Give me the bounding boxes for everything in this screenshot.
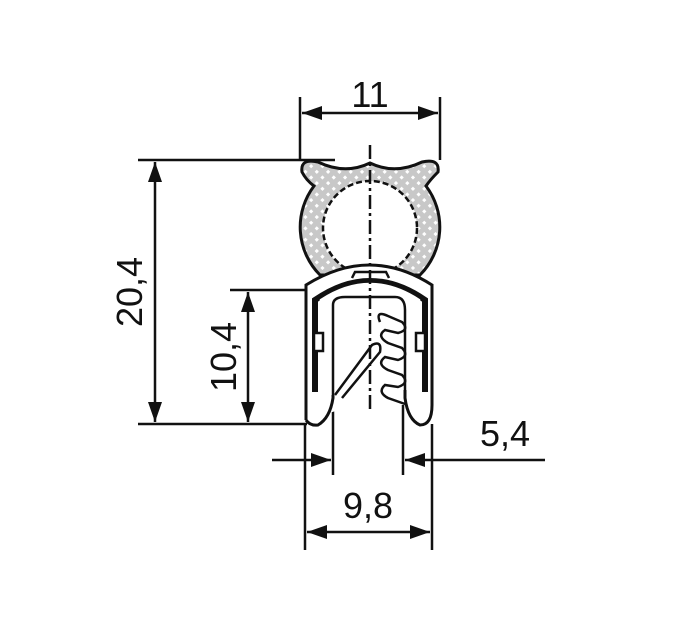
dimension-clip-height: 10,4 bbox=[203, 322, 244, 392]
dimension-lines bbox=[138, 97, 545, 550]
dimension-top-width: 11 bbox=[351, 74, 388, 115]
dimension-slot-width: 5,4 bbox=[480, 413, 530, 454]
dimension-bottom-width: 9,8 bbox=[343, 485, 393, 526]
dimension-total-height: 20,4 bbox=[109, 257, 150, 327]
